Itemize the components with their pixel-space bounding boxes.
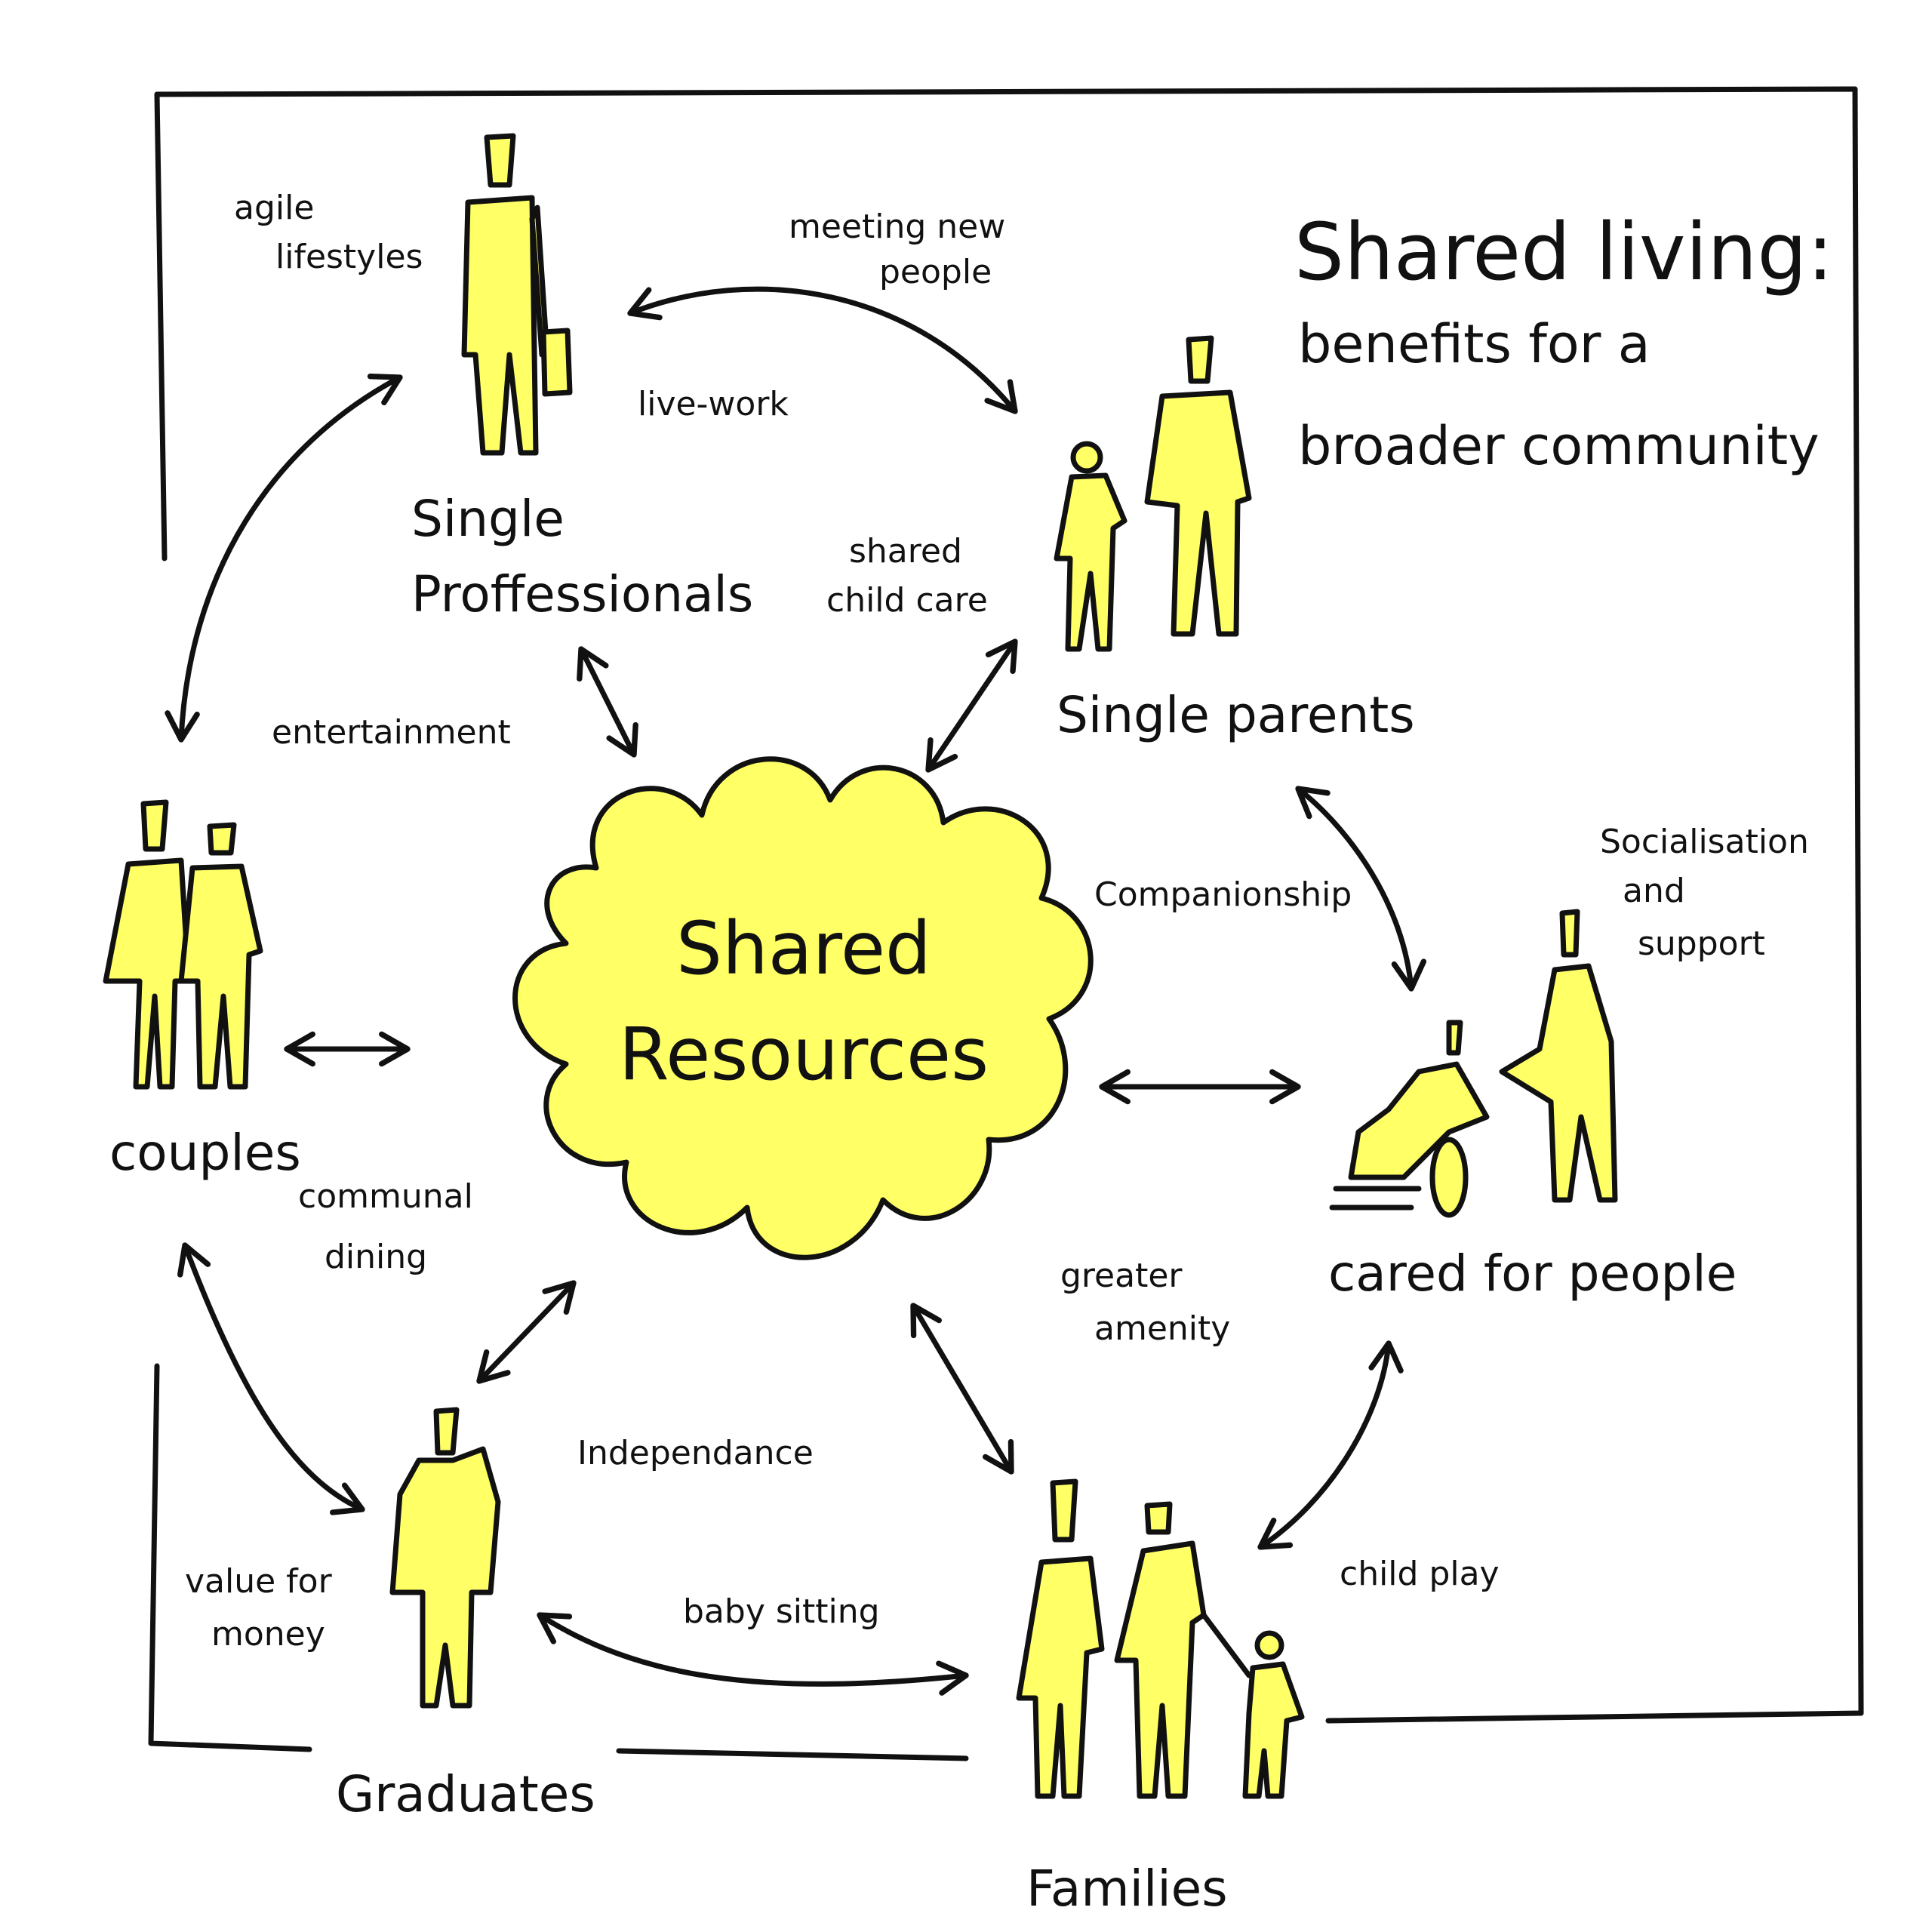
arrow-professionals-parents — [627, 286, 1018, 414]
cared-for-people-figure — [1329, 909, 1618, 1218]
label-single-parents: Single parents — [1057, 686, 1415, 744]
rel-meeting-line2: people — [879, 253, 992, 291]
rel-amenity-line2: amenity — [1094, 1309, 1230, 1348]
frame — [148, 86, 1864, 1761]
rel-companionship: Companionship — [1094, 875, 1352, 914]
arrow-graduates-center — [476, 1280, 577, 1384]
rel-socialisation-line1: Socialisation — [1600, 823, 1809, 861]
single-professional-figure — [461, 133, 573, 456]
rel-live-work: live-work — [638, 385, 789, 423]
rel-child-care-line2: child care — [826, 581, 988, 620]
arrow-professionals-center — [577, 646, 638, 758]
rel-child-play: child play — [1340, 1555, 1500, 1593]
rel-independance: Independance — [577, 1434, 814, 1472]
couples-figure — [103, 799, 263, 1090]
cloud-label-line1: Shared — [676, 906, 931, 991]
arrow-parents-center — [925, 638, 1018, 773]
rel-amenity-line1: greater — [1060, 1257, 1183, 1295]
rel-socialisation-line3: support — [1638, 924, 1765, 963]
title-line3: broader community — [1298, 415, 1820, 477]
rel-baby-sitting: baby sitting — [683, 1592, 880, 1631]
arrow-graduates-families — [537, 1612, 969, 1696]
relationship-labels: agile lifestyles meeting new people live… — [185, 189, 1809, 1654]
title-line1: Shared living: — [1294, 206, 1833, 298]
title-line2: benefits for a — [1298, 313, 1651, 375]
cloud-label-line2: Resources — [619, 1012, 989, 1097]
graduates-figure — [389, 1407, 501, 1709]
rel-value-line1: value for — [185, 1562, 333, 1601]
rel-child-care-line1: shared — [849, 532, 962, 571]
arrow-couples-graduates — [177, 1242, 365, 1515]
rel-meeting-line1: meeting new — [789, 208, 1005, 246]
label-families: Families — [1026, 1860, 1228, 1918]
rel-entertainment: entertainment — [272, 713, 511, 752]
rel-communal-line1: communal — [298, 1177, 473, 1216]
label-cared-for-people: cared for people — [1328, 1244, 1737, 1303]
shared-resources-cloud: Shared Resources — [512, 756, 1094, 1260]
arrow-center-families — [910, 1303, 1014, 1475]
families-figure — [1016, 1478, 1305, 1799]
group-labels: Single Proffessionals Single parents cou… — [109, 490, 1737, 1918]
label-single-professionals-line1: Single — [411, 490, 565, 548]
relationship-arrows — [165, 286, 1427, 1696]
diagram-title: Shared living: benefits for a broader co… — [1294, 206, 1833, 477]
arrow-couples-professionals — [165, 374, 403, 743]
rel-agile-line1: agile — [234, 189, 314, 227]
rel-socialisation-line2: and — [1623, 872, 1685, 910]
arrow-parents-cared — [1295, 786, 1427, 992]
arrow-families-cared — [1257, 1340, 1404, 1550]
label-single-professionals-line2: Proffessionals — [411, 565, 753, 623]
label-couples: couples — [109, 1124, 301, 1182]
label-graduates: Graduates — [336, 1765, 595, 1823]
rel-value-line2: money — [211, 1615, 325, 1654]
rel-communal-line2: dining — [325, 1238, 427, 1276]
single-parents-figure — [1054, 335, 1252, 652]
rel-agile-line2: lifestyles — [275, 238, 423, 276]
